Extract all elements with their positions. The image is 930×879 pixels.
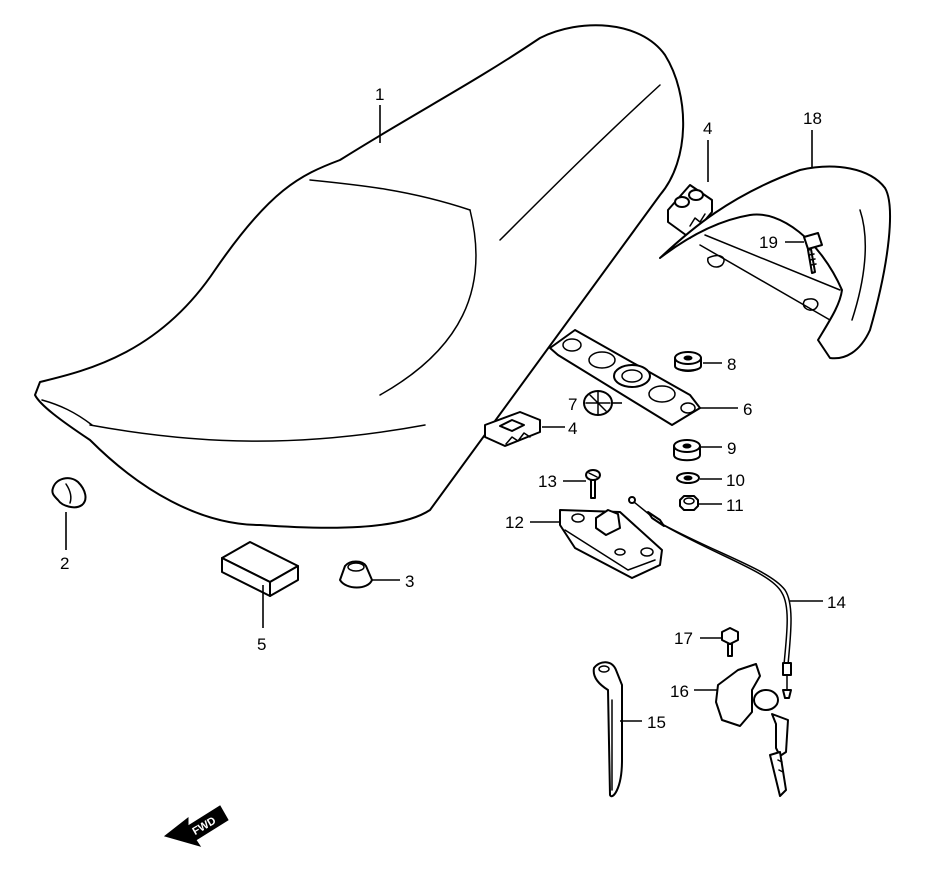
damper-upper-part: [667, 184, 713, 239]
key-lock-part: [715, 663, 789, 797]
strap-part: [592, 661, 623, 798]
callout-19: 19: [759, 233, 778, 252]
callout-9: 9: [727, 439, 736, 458]
callout-13: 13: [538, 472, 557, 491]
callout-12: 12: [505, 513, 524, 532]
callout-labels: 1 2 3 4 4 5 6 7 8 9 10 11 12 13 14 15 16…: [60, 85, 846, 732]
callout-4-upper: 4: [703, 119, 712, 138]
callout-11: 11: [726, 496, 744, 515]
callout-10: 10: [726, 471, 745, 490]
washer-part: [676, 472, 700, 484]
cushion-8-part: [674, 351, 702, 372]
tail-cover-part: [659, 165, 891, 360]
seat-part: [34, 24, 685, 529]
callout-18: 18: [803, 109, 822, 128]
callout-3: 3: [405, 572, 414, 591]
fwd-arrow-icon: FWD: [163, 805, 229, 847]
callout-14: 14: [827, 593, 846, 612]
callout-2: 2: [60, 554, 69, 573]
cap-nut-part: [339, 560, 373, 589]
callout-7: 7: [568, 395, 577, 414]
damper-lower-part: [484, 411, 541, 447]
grommet-part: [583, 390, 613, 416]
nut-part: [679, 495, 699, 511]
callout-17: 17: [674, 629, 693, 648]
cable-part: [628, 496, 792, 699]
cushion-9-part: [673, 439, 701, 462]
callout-8: 8: [727, 355, 736, 374]
bolt-19-part: [803, 232, 823, 274]
callout-5: 5: [257, 635, 266, 654]
foam-block-part: [221, 541, 299, 597]
callout-15: 15: [647, 713, 666, 732]
callout-16: 16: [670, 682, 689, 701]
callout-6: 6: [743, 400, 752, 419]
seat-lock-part: [559, 509, 663, 579]
screw-13-part: [585, 469, 601, 499]
cushion-clip-part: [51, 477, 87, 509]
callout-1: 1: [375, 85, 384, 104]
callout-4-lower: 4: [568, 419, 577, 438]
screw-17-part: [721, 627, 739, 657]
leader-lines: [65, 105, 823, 722]
